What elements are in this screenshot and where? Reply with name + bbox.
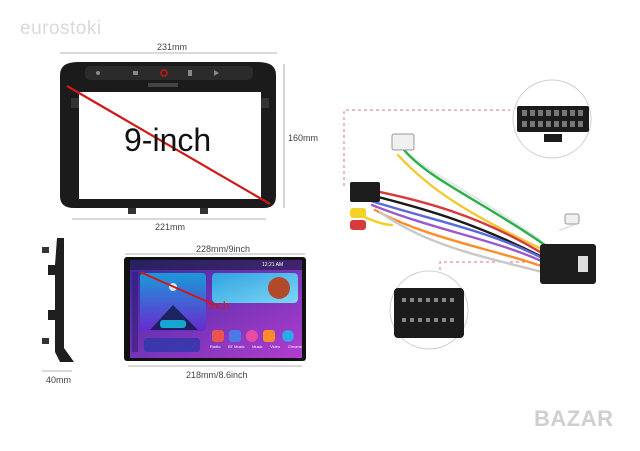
app-music: Music <box>252 344 263 349</box>
app-chrome: Chrome <box>287 344 302 349</box>
brand-watermark: eurostoki <box>20 18 102 39</box>
screen-inner-width-label: 218mm/8.6inch <box>186 370 248 380</box>
depth-label: 40mm <box>46 375 72 385</box>
screen-overlay-label: inch <box>209 300 229 312</box>
app-video: Video <box>270 344 281 349</box>
app-bt-music: BT Music <box>227 344 245 349</box>
app-radio: Radio <box>210 344 221 349</box>
size-label: 9-inch <box>124 122 212 158</box>
frame-inner-width-label: 221mm <box>155 222 186 232</box>
frame-height-label: 160mm <box>288 133 319 143</box>
screen-width-label: 228mm/9inch <box>196 244 251 254</box>
status-time: 12:21 AM <box>262 262 284 268</box>
site-watermark: BAZAR <box>534 406 614 431</box>
frame-width-label: 231mm <box>157 42 188 52</box>
overlay-text: inch <box>209 300 230 312</box>
